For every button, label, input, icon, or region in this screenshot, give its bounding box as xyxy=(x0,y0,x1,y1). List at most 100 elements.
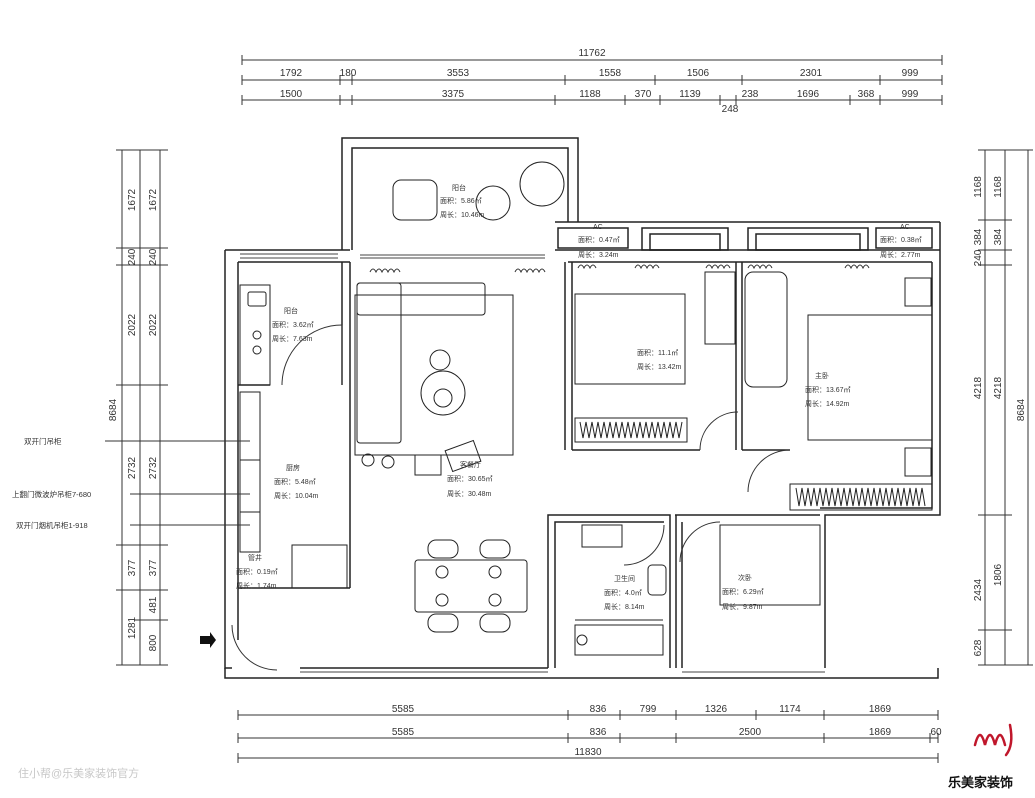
dim-label: 5585 xyxy=(392,704,415,715)
room-name: 阳台 xyxy=(284,306,298,315)
dim-label: 628 xyxy=(973,639,984,656)
brand-name: 乐美家装饰 xyxy=(948,776,1014,791)
dim-label: 800 xyxy=(148,634,159,651)
room-name: 主卧 xyxy=(815,371,829,380)
room-perimeter: 周长：9.87m xyxy=(722,602,763,611)
room-name: 厨房 xyxy=(286,463,300,472)
dim-label: 1869 xyxy=(869,727,892,738)
room-area: 面积：6.29㎡ xyxy=(722,587,764,596)
dim-label: 2022 xyxy=(148,313,159,336)
dim-label: 1506 xyxy=(687,68,710,79)
dim-label: 238 xyxy=(742,89,759,100)
dim-label: 384 xyxy=(973,228,984,245)
dim-label: 1139 xyxy=(679,89,701,100)
dim-label: 1168 xyxy=(993,176,1004,198)
room-perimeter: 周长：13.42m xyxy=(637,362,682,371)
room-area: 面积：0.47㎡ xyxy=(578,235,620,244)
dim-label: 1672 xyxy=(148,188,159,211)
bedroom-furniture xyxy=(574,271,933,606)
bottom-dimension-labels: 5585 836 799 1326 1174 1869 5585 836 250… xyxy=(392,704,942,758)
callout-leaders xyxy=(105,440,250,526)
room-area: 面积：13.67㎡ xyxy=(805,385,851,394)
room-perimeter: 周长：3.24m xyxy=(578,250,619,259)
right-dimension-labels: 8684 1168 384 240 4218 2434 628 1168 384… xyxy=(973,176,1027,657)
room-area: 面积：3.62㎡ xyxy=(272,320,314,329)
room-name: 次卧 xyxy=(738,573,752,582)
dim-label: 1806 xyxy=(993,563,1004,586)
dim-bottom-total: 11830 xyxy=(574,747,602,758)
wardrobes xyxy=(574,417,933,511)
dim-label: 240 xyxy=(973,249,984,266)
dim-label: 2434 xyxy=(973,578,984,601)
bathroom-fixtures xyxy=(574,524,667,656)
dim-label: 1696 xyxy=(797,89,820,100)
top-dimensions xyxy=(241,55,943,105)
living-furniture xyxy=(354,282,514,476)
room-area: 面积：4.0㎡ xyxy=(604,588,642,597)
balcony-furniture xyxy=(392,161,565,221)
dim-label: 999 xyxy=(902,89,919,100)
room-name: 管井 xyxy=(248,553,262,562)
dim-label: 4218 xyxy=(993,376,1004,399)
dim-label: 5585 xyxy=(392,727,415,738)
dim-label: 1281 xyxy=(127,616,138,639)
curtains xyxy=(369,264,870,274)
dim-label: 3375 xyxy=(442,89,465,100)
dining-set xyxy=(414,539,528,633)
walls xyxy=(224,137,941,679)
dim-label: 2732 xyxy=(148,456,159,479)
dim-label: 836 xyxy=(590,727,607,738)
dim-label: 836 xyxy=(590,704,607,715)
dim-label: 999 xyxy=(902,68,919,79)
dim-label: 384 xyxy=(993,228,1004,245)
room-area: 面积：11.1㎡ xyxy=(637,348,678,357)
dim-right-total: 8684 xyxy=(1016,398,1027,421)
room-perimeter: 周长：2.77m xyxy=(880,250,921,259)
room-name: 阳台 xyxy=(452,183,466,192)
dim-label: 1672 xyxy=(127,188,138,211)
left-dimensions xyxy=(116,149,168,666)
room-area: 面积：5.48㎡ xyxy=(274,477,316,486)
brand-logo-icon xyxy=(973,723,1013,757)
room-perimeter: 周长：10.46m xyxy=(440,210,485,219)
dim-label: 1326 xyxy=(705,704,728,715)
room-area: 面积：5.86㎡ xyxy=(440,196,482,205)
dim-label: 2732 xyxy=(127,456,138,479)
room-perimeter: 周长：14.92m xyxy=(805,399,850,408)
windows xyxy=(240,253,825,673)
dim-label: 248 xyxy=(722,104,739,115)
room-area: 面积：0.19㎡ xyxy=(236,567,278,576)
dim-label: 240 xyxy=(127,248,138,265)
dim-label: 1500 xyxy=(280,89,303,100)
dim-label: 1168 xyxy=(973,176,984,198)
room-name: 客餐厅 xyxy=(460,460,481,469)
room-perimeter: 周长：30.48m xyxy=(447,489,492,498)
dim-label: 370 xyxy=(635,89,652,100)
dim-label: 2301 xyxy=(800,68,823,79)
bottom-dimensions xyxy=(237,710,939,763)
room-perimeter: 周长：10.04m xyxy=(274,491,319,500)
dim-label: 1558 xyxy=(599,68,622,79)
room-labels: 阳台 面积：5.86㎡ 周长：10.46m 阳台 面积：3.62㎡ 周长：7.6… xyxy=(236,183,922,611)
dim-label: 368 xyxy=(858,89,875,100)
room-area: 面积：30.65㎡ xyxy=(447,474,493,483)
right-dimensions xyxy=(978,149,1033,666)
watermark: 住小帮@乐美家装饰官方 xyxy=(18,768,140,780)
dim-label: 4218 xyxy=(973,376,984,399)
dim-label: 799 xyxy=(640,704,657,715)
dim-label: 481 xyxy=(148,596,159,613)
callout-label: 上翻门微波炉吊柜7-680 xyxy=(12,489,91,499)
room-perimeter: 周长：8.14m xyxy=(604,602,645,611)
top-dimension-labels: 11762 1792 180 3553 1558 1506 2301 999 1… xyxy=(280,48,919,115)
room-area: 面积：0.38㎡ xyxy=(880,235,922,244)
room-perimeter: 周长：1.74m xyxy=(236,581,277,590)
callouts: 双开门吊柜 上翻门微波炉吊柜7-680 双开门烟机吊柜1-918 xyxy=(12,436,91,530)
callout-label: 双开门烟机吊柜1-918 xyxy=(16,520,88,530)
dim-label: 3553 xyxy=(447,68,470,79)
dim-label: 377 xyxy=(127,559,138,576)
room-name: 卫生间 xyxy=(614,574,635,583)
dim-label: 60 xyxy=(930,727,942,738)
room-perimeter: 周长：7.63m xyxy=(272,334,313,343)
dim-left-total: 8684 xyxy=(108,398,119,421)
